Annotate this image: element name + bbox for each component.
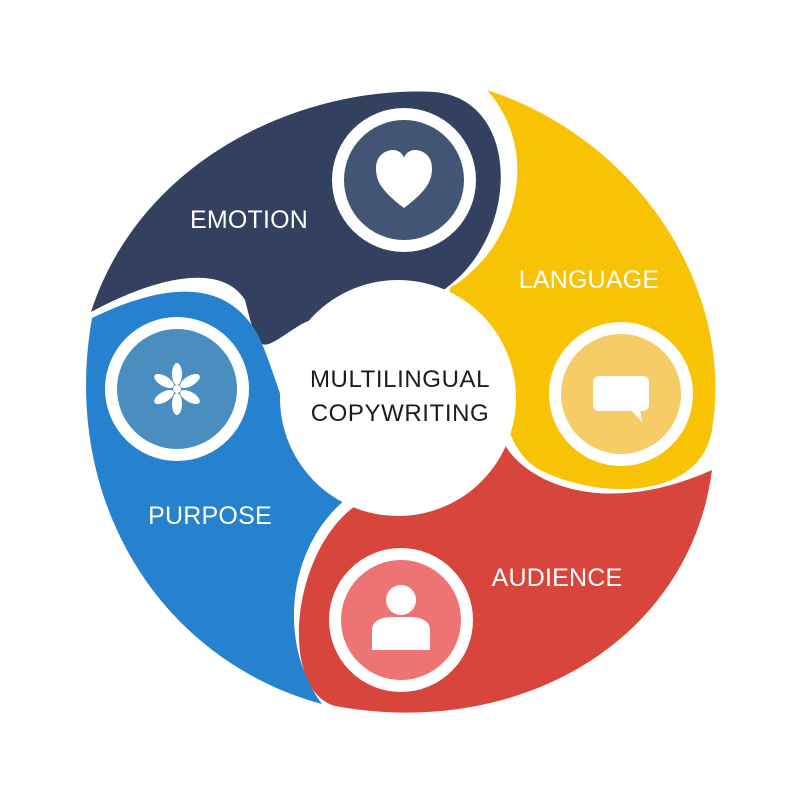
person-icon (372, 585, 430, 650)
emotion-badge (332, 108, 476, 252)
segment-label-audience: AUDIENCE (492, 564, 623, 592)
audience-badge (329, 548, 473, 692)
center-title-line-1: MULTILINGUAL (310, 366, 490, 393)
asterisk-icon (154, 363, 200, 415)
heart-icon (376, 150, 432, 208)
chat-bubble-icon (593, 376, 649, 422)
segment-label-emotion: EMOTION (190, 206, 308, 234)
purpose-badge (105, 317, 249, 461)
segment-label-language: LANGUAGE (519, 266, 660, 294)
language-badge (549, 322, 693, 466)
center-title-line-2: COPYWRITING (311, 400, 490, 427)
segment-label-purpose: PURPOSE (148, 502, 272, 530)
center-circle (280, 280, 516, 516)
